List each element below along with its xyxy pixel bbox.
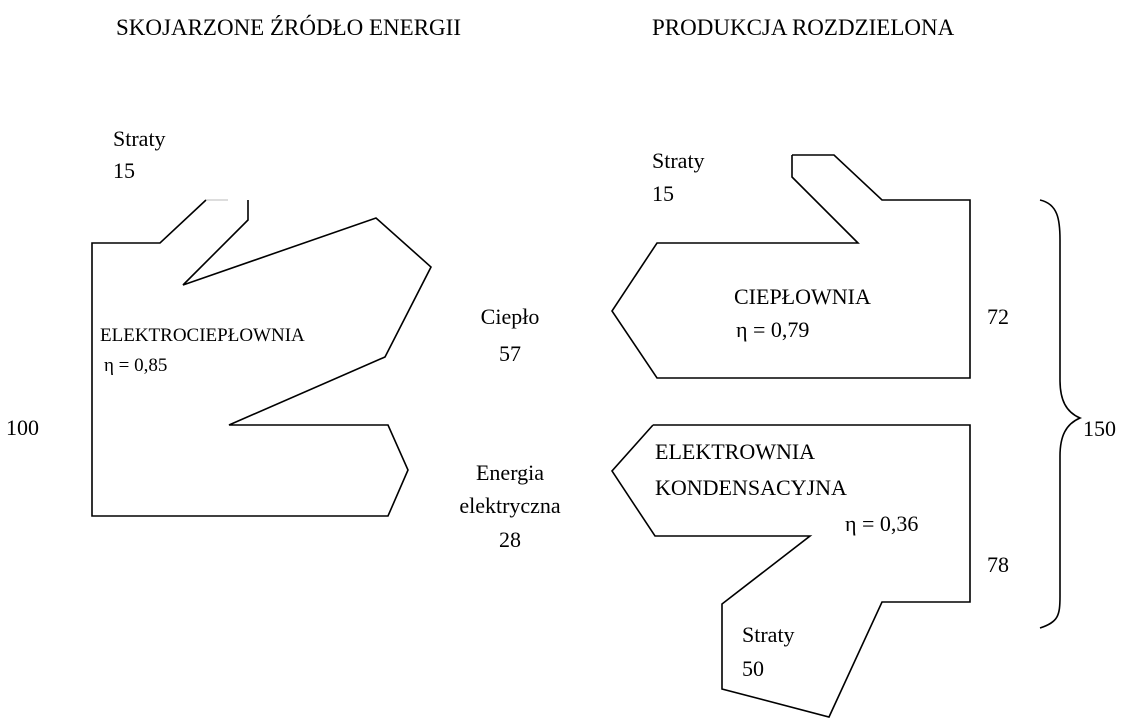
power-plant-efficiency: η = 0,36 (845, 511, 919, 536)
power-plant-name-line-1: ELEKTROWNIA (655, 439, 816, 464)
electricity-output-label-1: Energia (475, 460, 544, 485)
total-brace (1039, 199, 1083, 629)
power-plant-losses-value: 50 (742, 656, 764, 681)
heading-combined-source: SKOJARZONE ŹRÓDŁO ENERGII (116, 15, 461, 40)
heading-separate-production: PRODUKCJA ROZDZIELONA (652, 15, 955, 40)
electricity-output-value: 28 (499, 527, 521, 552)
chp-input-value: 100 (6, 415, 39, 440)
heat-plant-losses-label: Straty (652, 148, 705, 173)
power-plant-name-line-2: KONDENSACYJNA (655, 475, 847, 500)
chp-losses-label: Straty (113, 126, 166, 151)
heat-output-label: Ciepło (480, 304, 540, 329)
electricity-output-label-2: elektryczna (459, 493, 561, 518)
heat-plant-losses-value: 15 (652, 181, 674, 206)
chp-losses-value: 15 (113, 158, 135, 183)
power-plant-losses-label: Straty (742, 622, 795, 647)
heat-output-value: 57 (499, 341, 521, 366)
heat-plant-outline (611, 154, 971, 379)
heat-plant-efficiency: η = 0,79 (736, 317, 810, 342)
heat-plant-name: CIEPŁOWNIA (734, 284, 871, 309)
power-plant-input-value: 78 (987, 552, 1009, 577)
separate-total-value: 150 (1083, 416, 1116, 441)
chp-plant-outline (91, 199, 432, 517)
chp-efficiency: η = 0,85 (104, 355, 168, 376)
power-plant-outline (610, 424, 971, 718)
chp-plant-name: ELEKTROCIEPŁOWNIA (100, 325, 305, 346)
heat-plant-input-value: 72 (987, 304, 1009, 329)
